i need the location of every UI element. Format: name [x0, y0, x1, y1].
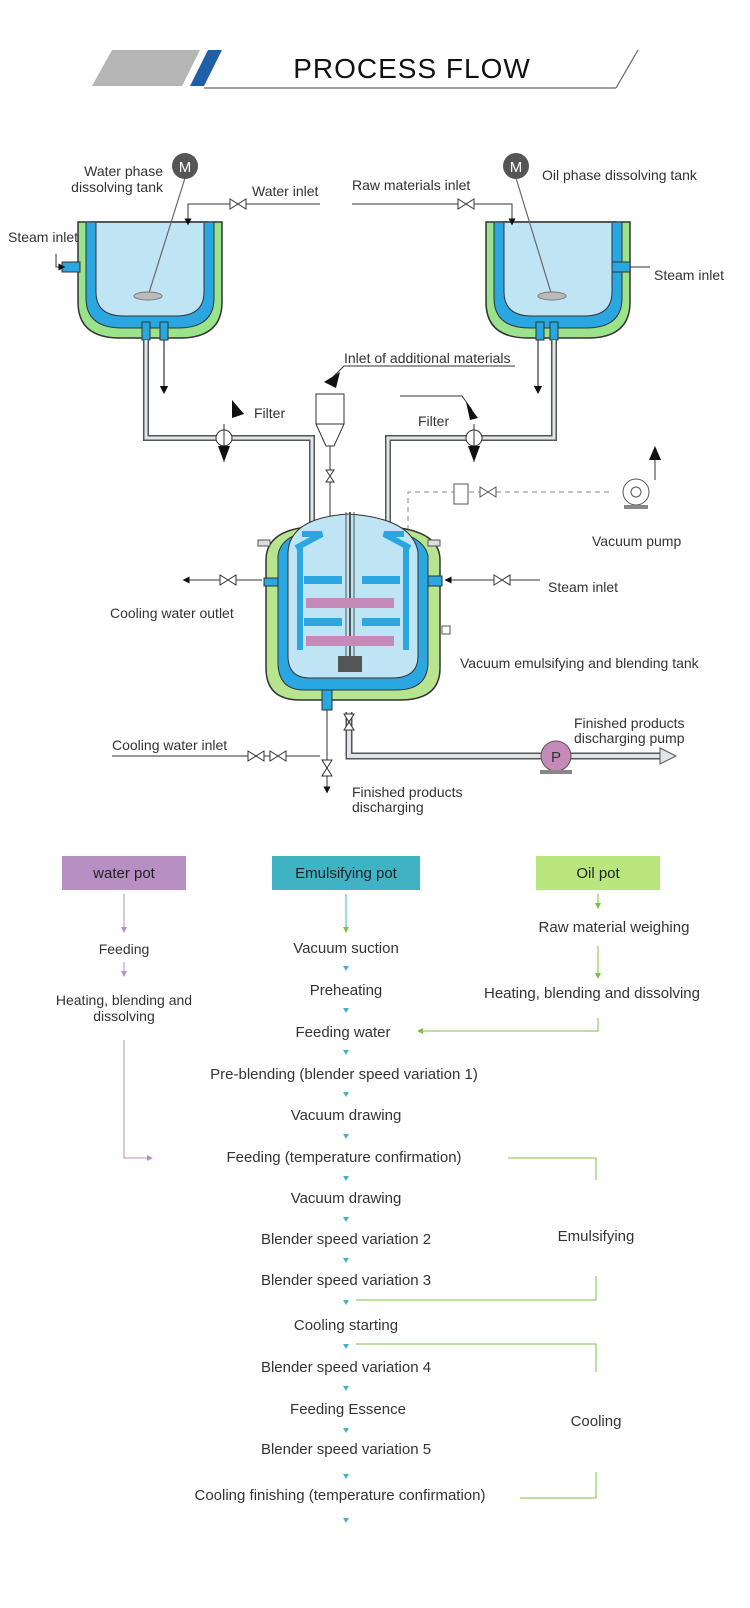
water-step-feeding: Feeding: [99, 941, 150, 957]
emul-step-13: Blender speed variation 5: [261, 1441, 431, 1458]
additional-materials-funnel-icon: [315, 365, 515, 530]
emul-step-1: Vacuum suction: [293, 940, 399, 957]
emul-arrow-14: [343, 1518, 349, 1523]
emul-step-4: Pre-blending (blender speed variation 1): [210, 1066, 478, 1083]
discharging-label-line1: Finished products: [352, 784, 463, 800]
emul-arrow-3: [343, 1050, 349, 1055]
header-banner: PROCESS FLOW: [92, 49, 639, 89]
water-inlet-valve-icon: [229, 198, 247, 210]
emul-step-7: Vacuum drawing: [291, 1190, 402, 1207]
header-gray-stripe: [92, 50, 200, 86]
flow-chart: water pot Emulsifying pot Oil pot Feedin…: [56, 856, 700, 1523]
oil-step-weighing: Raw material weighing: [539, 919, 690, 936]
water-step-heating-line1: Heating, blending and: [56, 992, 192, 1008]
emul-arrow-10: [343, 1344, 349, 1349]
emulsifying-bracket-top: [508, 1157, 597, 1180]
water-phase-tank: [61, 177, 223, 341]
water-tank-label-line1: Water phase: [84, 163, 163, 179]
motor-right-label: M: [510, 159, 523, 176]
phase-emulsifying-label: Emulsifying: [558, 1228, 635, 1245]
oil-pot-header: [536, 856, 660, 890]
water-tank-label-line2: dissolving tank: [71, 179, 164, 195]
oil-to-emul-connector: [417, 1018, 599, 1034]
additional-materials-label: Inlet of additional materials: [344, 350, 511, 366]
oil-tank-label: Oil phase dissolving tank: [542, 167, 698, 183]
pipes: [143, 340, 557, 528]
emulsifying-pot-header-label: Emulsifying pot: [295, 865, 398, 882]
process-diagram: M M: [8, 153, 724, 815]
motor-left-label: M: [179, 159, 192, 176]
emul-step-12: Feeding Essence: [290, 1401, 406, 1418]
emulsifying-tank: [257, 512, 451, 711]
motor-right-icon: [503, 153, 529, 179]
emul-step-11: Blender speed variation 4: [261, 1359, 431, 1376]
emul-arrow-12: [343, 1428, 349, 1433]
discharge-pump-text-line2: discharging pump: [574, 730, 685, 746]
water-inlet-label: Water inlet: [252, 183, 319, 199]
water-to-emul-connector: [123, 1040, 153, 1161]
emul-step-9: Blender speed variation 3: [261, 1272, 431, 1289]
emul-arrow-2: [343, 1008, 349, 1013]
water-pot-header: [62, 856, 186, 890]
vacuum-pump-icon: [622, 446, 661, 509]
discharge-pump-icon: [540, 740, 572, 774]
raw-inlet-valve-icon: [457, 198, 475, 210]
water-step-heating-line2: dissolving: [93, 1008, 154, 1024]
emulsifying-pot-header: [272, 856, 420, 890]
emul-step-3: Feeding water: [295, 1024, 390, 1041]
oil-step-heating: Heating, blending and dissolving: [484, 985, 700, 1002]
filter-left-label: Filter: [254, 405, 285, 421]
cooling-bracket-bottom: [520, 1472, 597, 1499]
emul-step-2: Preheating: [310, 982, 383, 999]
steam-inlet-left-label: Steam inlet: [8, 229, 78, 245]
cooling-water-inlet-label: Cooling water inlet: [112, 737, 227, 753]
inlet-lines: [55, 203, 650, 271]
filter-right-icon: [400, 395, 483, 462]
emul-arrow-13: [343, 1474, 349, 1479]
emulsifying-bracket-bottom: [356, 1276, 597, 1301]
emul-arrow-1: [343, 966, 349, 971]
steam-inlet-main-label: Steam inlet: [548, 579, 618, 595]
oil-pot-header-label: Oil pot: [576, 865, 620, 882]
vacuum-pump-label: Vacuum pump: [592, 533, 681, 549]
discharge-pump-label: P: [551, 749, 561, 766]
steam-cooling-lines: [182, 574, 540, 586]
emul-arrow-11: [343, 1386, 349, 1391]
emul-arrow-9: [343, 1300, 349, 1305]
filter-right-label: Filter: [418, 413, 449, 429]
page-title: PROCESS FLOW: [293, 53, 531, 84]
discharge-pump-text-line1: Finished products: [574, 715, 685, 731]
vacuum-line: [407, 483, 612, 530]
discharging-label-line2: discharging: [352, 799, 424, 815]
emulsifying-tank-label: Vacuum emulsifying and blending tank: [460, 655, 700, 671]
cooling-water-outlet-label: Cooling water outlet: [110, 605, 234, 621]
emul-arrow-5: [343, 1134, 349, 1139]
water-pot-header-label: water pot: [92, 865, 156, 882]
emul-step-10: Cooling starting: [294, 1317, 398, 1334]
header-blue-stripe: [190, 50, 222, 86]
raw-inlet-label: Raw materials inlet: [352, 177, 470, 193]
phase-cooling-label: Cooling: [571, 1413, 622, 1430]
header-slash: [615, 49, 639, 89]
emul-arrow-6: [343, 1176, 349, 1181]
filter-left-icon: [215, 400, 244, 462]
emul-step-6: Feeding (temperature confirmation): [226, 1149, 461, 1166]
emul-step-5: Vacuum drawing: [291, 1107, 402, 1124]
emul-arrow-7: [343, 1217, 349, 1222]
emul-step-8: Blender speed variation 2: [261, 1231, 431, 1248]
emul-arrow-8: [343, 1258, 349, 1263]
emul-arrow-4: [343, 1092, 349, 1097]
oil-phase-tank: [485, 177, 631, 341]
motor-left-icon: [172, 153, 198, 179]
emul-step-14: Cooling finishing (temperature confirmat…: [195, 1487, 486, 1504]
steam-inlet-right-label: Steam inlet: [654, 267, 724, 283]
cooling-bracket-top: [356, 1343, 597, 1372]
